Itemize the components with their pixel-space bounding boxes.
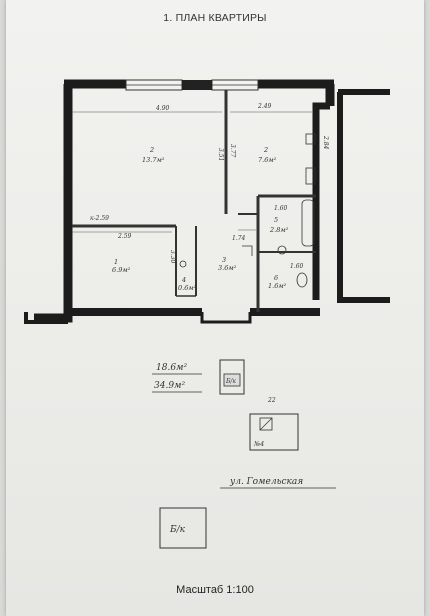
plan-sheet: 1. ПЛАН КВАРТИРЫ	[6, 0, 424, 616]
dim-hall: 1.74	[232, 235, 246, 242]
wc-number: 6	[274, 274, 278, 282]
washbasin-icon	[277, 245, 287, 255]
toilet-icon	[296, 272, 308, 288]
wc-area: 1.6м²	[268, 282, 287, 290]
dim-top-right: 2.49	[257, 103, 272, 110]
area-totals: 18.6м² 34.9м²	[152, 363, 202, 393]
dim-partition-2: 3.77	[229, 144, 236, 158]
hall-number: 3	[222, 256, 226, 264]
floor-plan: 4.90 2.49 2.84 3.51 3.77 к-2.59 2.59 1.6…	[24, 79, 390, 549]
house-mark-1: Б/к	[219, 359, 245, 395]
dim-partition: 3.51	[217, 148, 224, 161]
dim-right: 2.84	[322, 135, 329, 150]
living-area: 18.6м²	[156, 363, 188, 373]
closet-area: 0.6м²	[178, 284, 197, 292]
sink-icon	[305, 167, 316, 185]
building-number: №4	[253, 440, 264, 448]
room-1-number: 1	[114, 258, 118, 266]
room-3-number: 2	[263, 146, 268, 154]
dim-corridor: 2.59	[117, 233, 132, 240]
closet-number: 4	[181, 276, 186, 284]
hall-area: 3.6м²	[218, 264, 237, 272]
dim-left-mark: к-2.59	[90, 215, 109, 222]
total-area: 34.9м²	[154, 381, 186, 391]
house-mark-2-label: Б/к	[169, 525, 186, 535]
dim-bath: 1.60	[274, 205, 288, 212]
dim-wc: 1.60	[290, 263, 304, 270]
door-swing-icon	[242, 245, 253, 256]
house-mark-1-label: Б/к	[225, 378, 236, 385]
room-2-number: 2	[149, 146, 154, 154]
room-2-area: 13.7м²	[142, 156, 165, 164]
windows	[125, 79, 259, 91]
dimension-lines	[72, 111, 312, 233]
street-name: ул. Гомельская	[229, 477, 303, 487]
page-title: 1. ПЛАН КВАРТИРЫ	[163, 12, 267, 24]
building-dim: 22	[267, 397, 276, 404]
outer-walls	[24, 79, 390, 324]
bathtub-icon	[301, 199, 315, 247]
dim-closet: 3.30	[169, 250, 176, 264]
building-block: 22 №4	[249, 397, 299, 451]
utility-icon	[179, 260, 187, 268]
scale-caption: Масштаб 1:100	[176, 584, 254, 596]
house-mark-2: Б/к	[159, 507, 207, 549]
room-3-area: 7.6м²	[258, 156, 277, 164]
stove-icon	[305, 133, 316, 145]
fixtures	[179, 133, 316, 288]
partitions	[72, 90, 316, 312]
room-1-area: 6.9м²	[112, 266, 131, 274]
dim-top-left: 4.90	[155, 105, 170, 112]
bath-number: 5	[274, 216, 278, 224]
bath-area: 2.8м²	[269, 226, 289, 234]
street: ул. Гомельская	[220, 477, 336, 489]
